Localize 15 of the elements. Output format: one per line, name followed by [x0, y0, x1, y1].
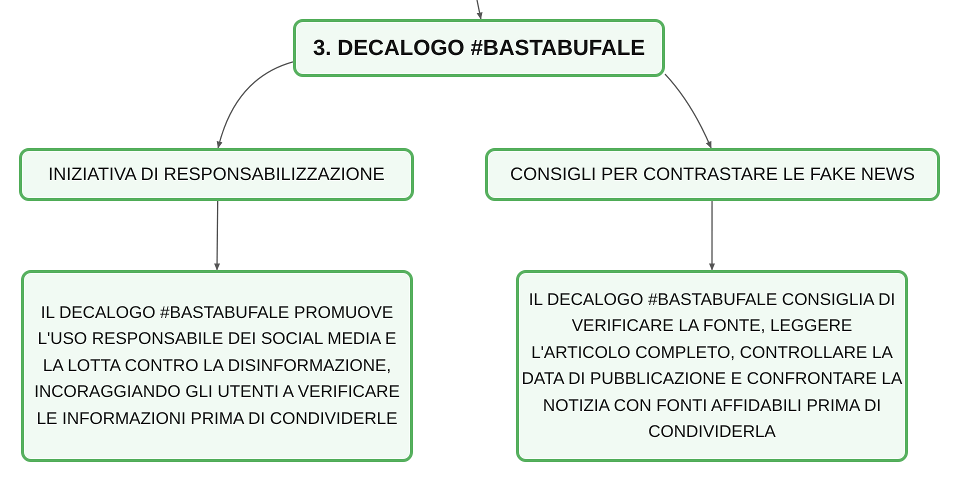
topic-title: 3. DECALOGO #BASTABUFALE	[312, 35, 646, 61]
subtopic-title: CONSIGLI PER CONTRASTARE LE FAKE NEWS	[510, 164, 915, 185]
description-text: IL DECALOGO #BASTABUFALE PROMUOVE L'USO RESPONSABILE DEI SOCIAL MEDIA E LA LOTTA CONTRO LA DISINFORMAZIONE, INCORAGGIANDO GLI UTENTI A VERIFICARE LE INFORMAZIONI PRIMA DI CONDIVIDERLE	[33, 302, 401, 430]
description-box	[21, 270, 413, 462]
connector-arrow	[216, 61, 294, 148]
connector-arrow	[214, 201, 220, 270]
topic-box	[293, 19, 665, 77]
connector-arrow	[664, 74, 712, 148]
description-box	[516, 270, 908, 462]
subtopic-title: INIZIATIVA DI RESPONSABILIZZAZIONE	[48, 164, 385, 185]
subtopic-box	[19, 148, 414, 201]
connector-arrow	[709, 201, 715, 270]
connector-arrow	[476, 0, 482, 20]
description-text: IL DECALOGO #BASTABUFALE CONSIGLIA DI VERIFICARE LA FONTE, LEGGERE L'ARTICOLO COMPLETO, CONTROLLARE LA DATA DI PUBBLICAZIONE E CONFRONTARE LA NOTIZIA CON FONTI AFFIDABILI PRIMA DI CONDIVIDERLA	[520, 288, 904, 443]
subtopic-box	[485, 148, 940, 201]
